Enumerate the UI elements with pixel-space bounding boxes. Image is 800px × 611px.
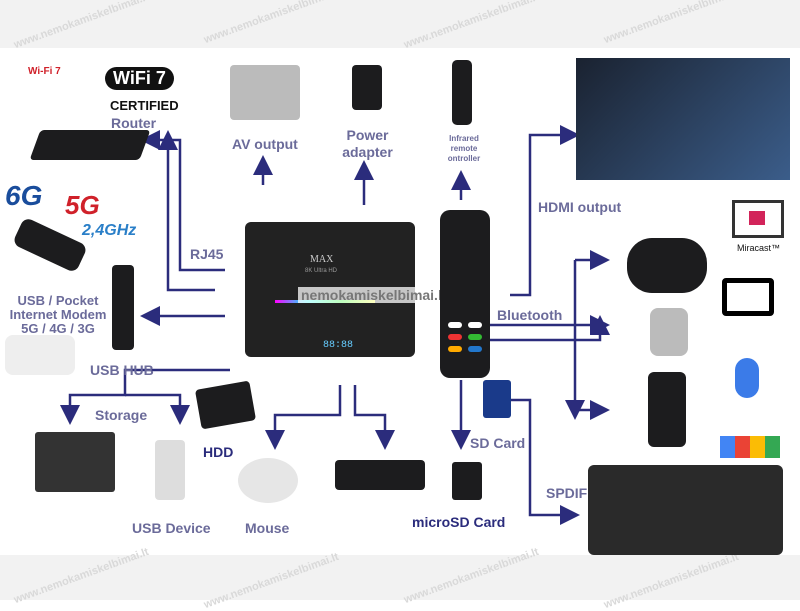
watermark-band-top [0,0,800,48]
usb-hub-label: USB HUB [90,362,154,378]
2-4ghz-logo: 2,4GHz [82,222,137,239]
watermark-band-bottom [0,555,800,600]
mouse-label: Mouse [245,520,290,536]
box-brand: MAX [310,254,334,265]
power-adapter-label: Power adapter [342,127,393,160]
google-mic-icon [735,358,759,398]
box-display: 88:88 [323,340,354,351]
box-badge: 8K Ultra HD [305,268,338,274]
ir-remote-image [452,60,472,125]
usb-modem-label: USB / Pocket Internet Modem 5G / 4G / 3G [9,293,107,336]
rj45-label: RJ45 [190,246,224,262]
sd-card-label: SD Card [470,435,526,451]
smartphone-image [648,372,686,447]
tv-image [576,58,790,180]
sd-card-image [483,380,511,418]
certified-label: CERTIFIED [110,98,179,113]
miracast-icon [732,200,784,238]
wifi7-certified-logo: WiFi 7 [105,67,174,90]
bt-speaker-image [650,308,688,356]
airplay-icon [722,278,774,316]
storage-label: Storage [95,407,148,423]
miracast-label: Miracast™ [737,243,781,253]
keyboard-image [335,460,425,490]
power-adapter-image [352,65,382,110]
wifi7-small-logo: Wi-Fi 7 [28,66,61,77]
crt-tv-image [230,65,300,120]
usb-stick-image [155,440,185,500]
microsd-card-image [452,462,482,500]
6g-logo: 6G [5,180,43,211]
av-output-label: AV output [232,136,298,152]
microsd-card-label: microSD Card [412,514,506,530]
5g-logo: 5G [65,190,100,220]
bluetooth-label: Bluetooth [497,307,563,323]
bt-remote-image [440,210,490,378]
box-watermark: nemokamiskelbimai.lt [298,287,450,303]
speaker-system-image [588,465,783,555]
mouse-image [238,458,298,503]
google-assistant-icon [720,436,780,458]
router-image [29,130,151,160]
usb-device-label: USB Device [132,520,211,536]
gamepad-image [627,238,707,293]
hdmi-output-label: HDMI output [538,199,622,215]
hdd-label: HDD [203,444,234,460]
laptop-image [35,432,115,492]
pocket-modem-image [5,335,75,375]
spdif-label: SPDIF [546,485,588,501]
ir-remote-label: Infrared remote ontroller [447,134,481,163]
router-label: Router [111,115,157,131]
usb-hub-image [112,265,134,350]
